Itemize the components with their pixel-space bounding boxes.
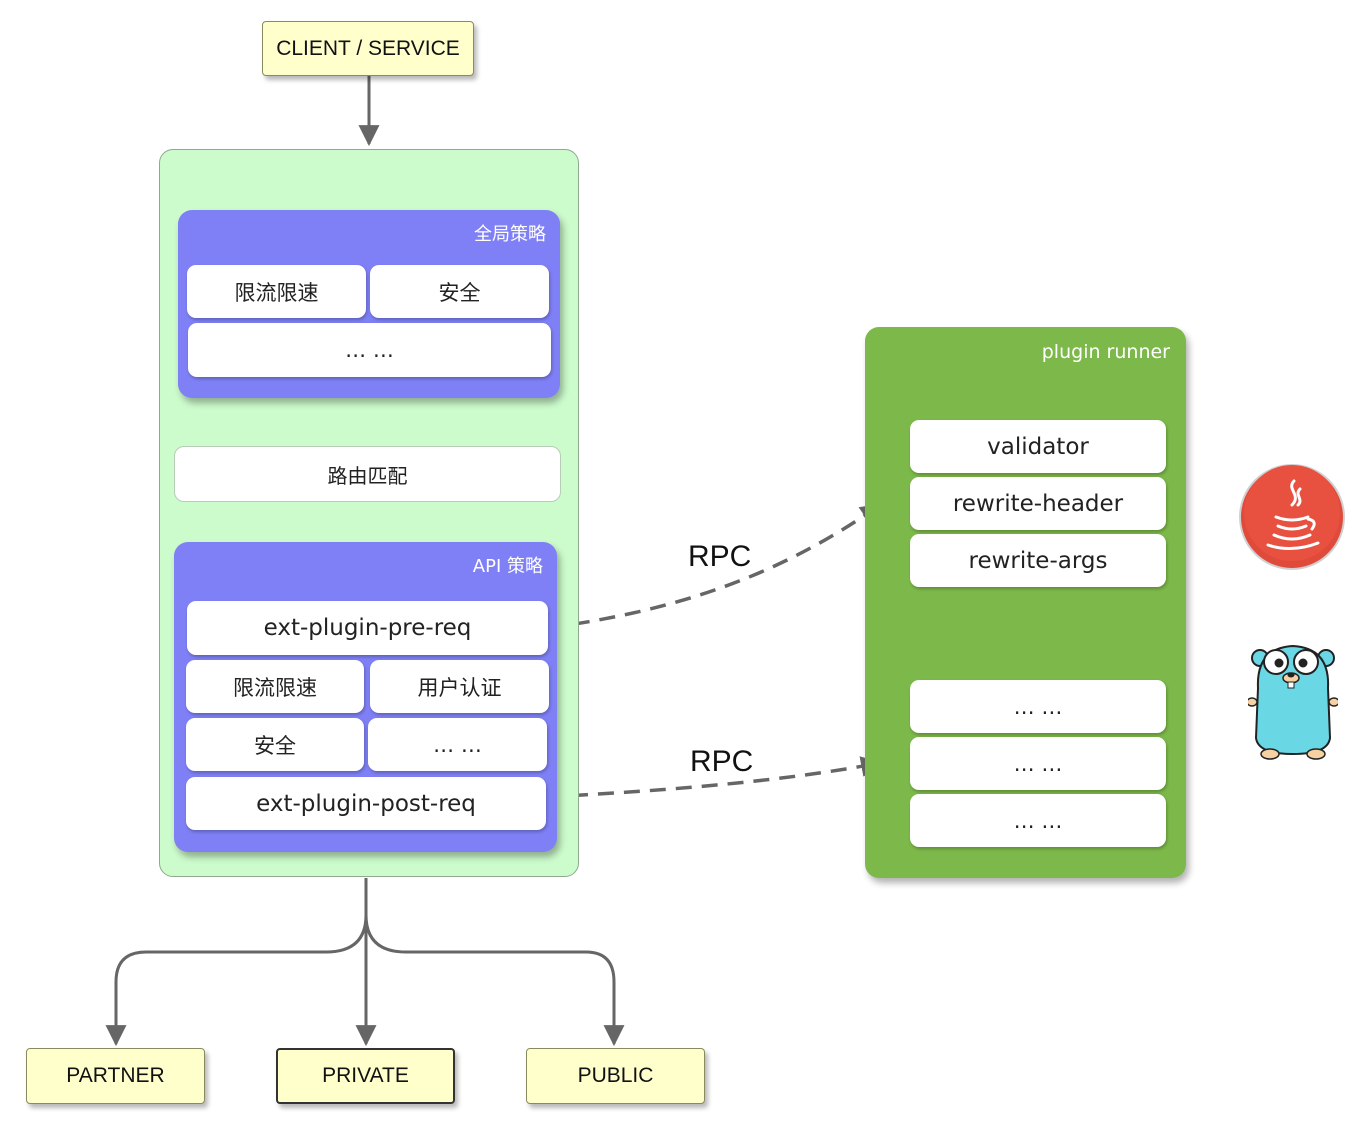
client-service-box: CLIENT / SERVICE (262, 21, 474, 76)
plugin-runner-title: plugin runner (1041, 341, 1170, 363)
api-policy-item: … … (368, 718, 547, 771)
partner-label: PARTNER (66, 1064, 165, 1087)
rpc-label-bottom: RPC (690, 745, 754, 778)
go-gopher-icon (1248, 644, 1338, 760)
runner-plugin-item: rewrite-args (910, 534, 1166, 587)
api-policy-item: 限流限速 (186, 660, 364, 713)
runner-plugin-item: … … (910, 737, 1166, 790)
api-policy-title: API 策略 (472, 556, 543, 577)
global-policy-item: 限流限速 (187, 265, 366, 318)
ext-plugin-pre-req-box: ext-plugin-pre-req (187, 601, 548, 655)
global-policy-item: 安全 (370, 265, 549, 318)
java-logo-icon (1239, 464, 1345, 570)
global-policy-title: 全局策略 (474, 224, 546, 245)
public-box: PUBLIC (526, 1048, 705, 1104)
api-policy-item: 用户认证 (370, 660, 549, 713)
runner-plugin-item: rewrite-header (910, 477, 1166, 530)
arrow-to-public (364, 914, 625, 1047)
route-match-box: 路由匹配 (174, 446, 561, 502)
private-label: PRIVATE (322, 1064, 409, 1087)
public-label: PUBLIC (577, 1064, 654, 1087)
ext-plugin-post-req-box: ext-plugin-post-req (186, 777, 546, 830)
route-match-label: 路由匹配 (327, 463, 408, 488)
private-box: PRIVATE (276, 1048, 455, 1104)
client-service-label: CLIENT / SERVICE (276, 36, 460, 60)
arrow-to-partner (105, 914, 368, 1047)
rpc-arrow-post-req (545, 756, 883, 799)
api-policy-item: 安全 (186, 718, 364, 771)
runner-plugin-item: … … (910, 794, 1166, 847)
runner-plugin-item: validator (910, 420, 1166, 473)
partner-box: PARTNER (26, 1048, 205, 1104)
runner-plugin-item: … … (910, 680, 1166, 733)
rpc-label-top: RPC (688, 540, 752, 573)
global-policy-item: … … (188, 323, 551, 377)
rpc-arrow-pre-req (547, 503, 882, 630)
